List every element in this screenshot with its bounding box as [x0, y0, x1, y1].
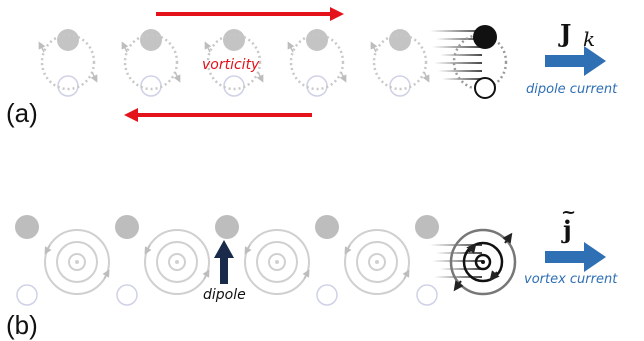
- vortex-current-label: vortex current: [524, 272, 618, 287]
- vortex-current-arrow: [545, 242, 606, 272]
- vortex-cell-3: [244, 229, 310, 295]
- dipole-label: dipole: [203, 287, 246, 303]
- current-symbol-j: j: [561, 215, 572, 244]
- vortex-cell-1: [44, 229, 110, 295]
- current-subscript-k: k: [583, 27, 595, 51]
- vortex-motion-streaks: [430, 244, 482, 278]
- dipole-current-arrow: [545, 46, 606, 76]
- bottom-vorticity-arrow: [124, 108, 312, 122]
- vortex-cell-2: [144, 229, 210, 295]
- panel-b-label: (b): [6, 310, 38, 340]
- panel-a: J k vorticity dipole current (a): [6, 7, 618, 128]
- current-symbol-J: J: [558, 19, 571, 48]
- bottom-dipole-charges: [16, 284, 438, 306]
- panel-a-label: (a): [6, 98, 38, 128]
- dipole-cell-3: [204, 29, 264, 97]
- top-dipole-charges: [15, 215, 439, 239]
- dipole-current-label: dipole current: [526, 82, 618, 97]
- vortex-cell-4: [344, 229, 410, 295]
- dipole-cell-2: [121, 29, 181, 97]
- top-vorticity-arrow: [156, 7, 344, 21]
- panel-b: dipole ~ j vortex current: [6, 202, 618, 340]
- motion-streaks: [430, 30, 482, 80]
- vorticity-label: vorticity: [202, 57, 260, 73]
- dipole-cell-5: [370, 29, 430, 97]
- dipole-cell-1: [38, 29, 98, 97]
- moving-vortex-cell: [430, 228, 517, 296]
- dipole-cell-4: [287, 29, 347, 97]
- dipole-arrow: [214, 240, 234, 284]
- moving-dipole-cell: [430, 25, 508, 99]
- tilde-symbol: ~: [561, 202, 576, 223]
